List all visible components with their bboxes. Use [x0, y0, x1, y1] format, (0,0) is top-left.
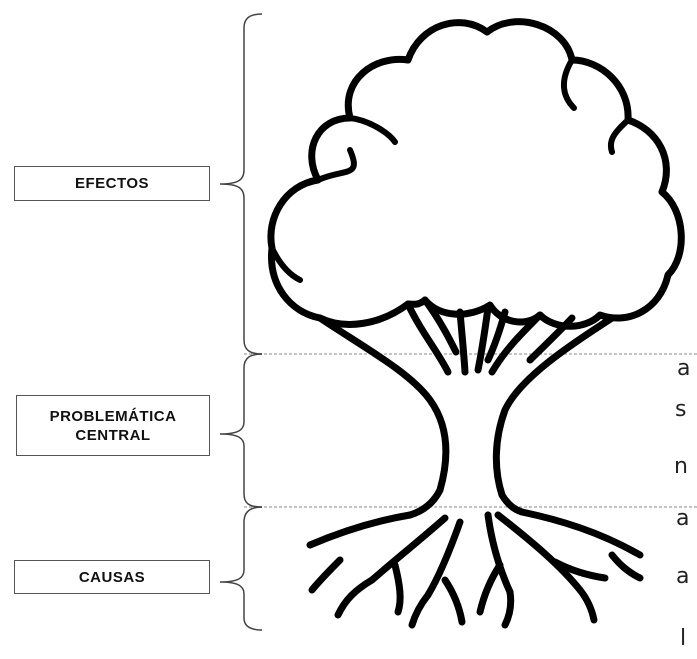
problematica-central-label-box: PROBLEMÁTICA CENTRAL: [16, 395, 210, 456]
problematica-label-line1: PROBLEMÁTICA: [49, 407, 177, 425]
text-fragment: a: [677, 356, 691, 381]
text-fragment: l: [680, 626, 687, 651]
efectos-label: EFECTOS: [74, 175, 150, 192]
crown-creases: [269, 57, 631, 283]
causas-label-box: CAUSAS: [14, 560, 210, 594]
text-fragment: n: [674, 454, 688, 479]
tree-trunk-icon: [316, 296, 616, 519]
brace-causas: [219, 506, 263, 631]
tree-roots-icon: [306, 508, 644, 629]
problematica-label-line2: CENTRAL: [75, 426, 151, 444]
efectos-label-box: EFECTOS: [14, 166, 210, 201]
text-fragment: a: [676, 506, 690, 531]
text-fragment: s: [675, 397, 687, 422]
brace-problematica: [219, 353, 263, 508]
brace-efectos: [219, 13, 263, 355]
text-fragment: a: [676, 564, 690, 589]
causas-label: CAUSAS: [78, 568, 146, 586]
